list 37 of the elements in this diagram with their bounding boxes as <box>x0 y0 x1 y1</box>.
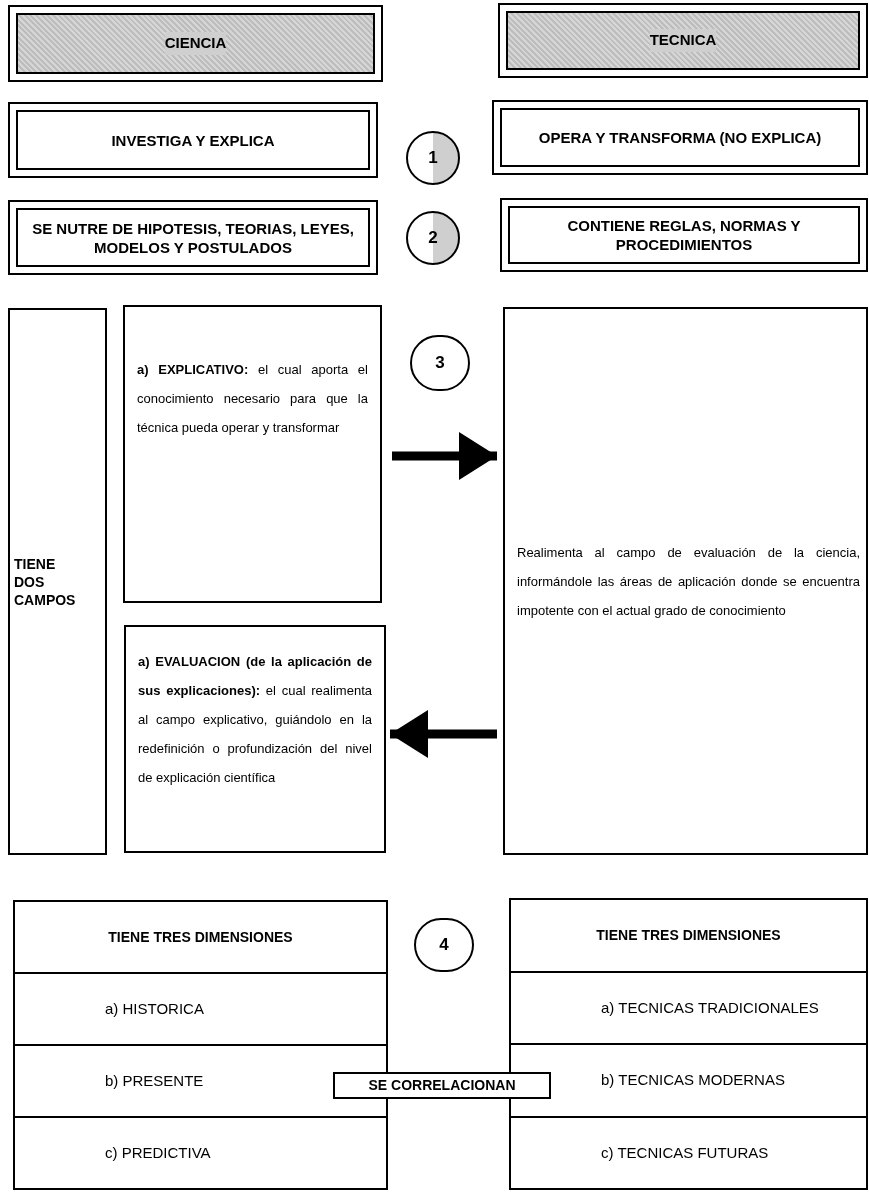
header-text: CIENCIA <box>164 32 227 55</box>
side-label-box <box>8 308 107 855</box>
arrow <box>390 710 497 758</box>
table-heading: TIENE TRES DIMENSIONES <box>108 927 293 947</box>
text-box <box>123 305 382 603</box>
statement-text: CONTIENE REGLAS, NORMAS Y PROCEDIMIENTOS <box>566 216 802 254</box>
statement-box <box>8 200 378 275</box>
paragraph-text: a) EXPLICATIVO: el cual aporta el conocimiento necesario para que la técnica pueda operar y transformar <box>137 361 368 437</box>
tag-box <box>333 1072 551 1099</box>
circle-number: 2 <box>428 227 438 250</box>
text-box <box>503 307 868 855</box>
dimensions-table <box>13 900 388 1190</box>
dimension-text: b) TECNICAS MODERNAS <box>601 1070 785 1090</box>
header-text: TECNICA <box>649 29 717 52</box>
header-box <box>498 3 868 78</box>
paragraph-text: Realimenta al campo de evaluación de la ciencia, informándole las áreas de aplicación donde se encuentra impotente con el actual grado de conocimiento <box>517 543 860 620</box>
dimension-text: c) PREDICTIVA <box>105 1142 211 1163</box>
header-box <box>8 5 383 82</box>
paragraph-text: a) EVALUACION (de la aplicación de sus explicaciones): el cual realimenta al campo explicativo, guiándolo en la redefinición o profundización del nivel de explicación científica <box>138 653 372 787</box>
circle-number: 4 <box>439 934 449 957</box>
statement-text: INVESTIGA Y EXPLICA <box>110 130 276 150</box>
dimension-text: c) TECNICAS FUTURAS <box>601 1142 769 1163</box>
statement-box <box>8 102 378 178</box>
statement-text: SE NUTRE DE HIPOTESIS, TEORIAS, LEYES, MODELOS Y POSTULADOS <box>31 218 355 257</box>
text-box <box>124 625 386 853</box>
dimension-text: a) TECNICAS TRADICIONALES <box>601 997 819 1018</box>
table-heading: TIENE TRES DIMENSIONES <box>596 925 781 945</box>
statement-text: OPERA Y TRANSFORMA (NO EXPLICA) <box>537 128 823 147</box>
statement-box <box>500 198 868 272</box>
statement-box <box>492 100 868 175</box>
circle-number: 3 <box>435 352 445 375</box>
arrow <box>392 432 497 480</box>
tag-text: SE CORRELACIONAN <box>368 1076 516 1095</box>
circle-number: 1 <box>428 147 438 170</box>
dimension-text: a) HISTORICA <box>105 998 204 1019</box>
dimension-text: b) PRESENTE <box>105 1070 204 1091</box>
side-label: TIENE DOS CAMPOS <box>14 554 77 609</box>
